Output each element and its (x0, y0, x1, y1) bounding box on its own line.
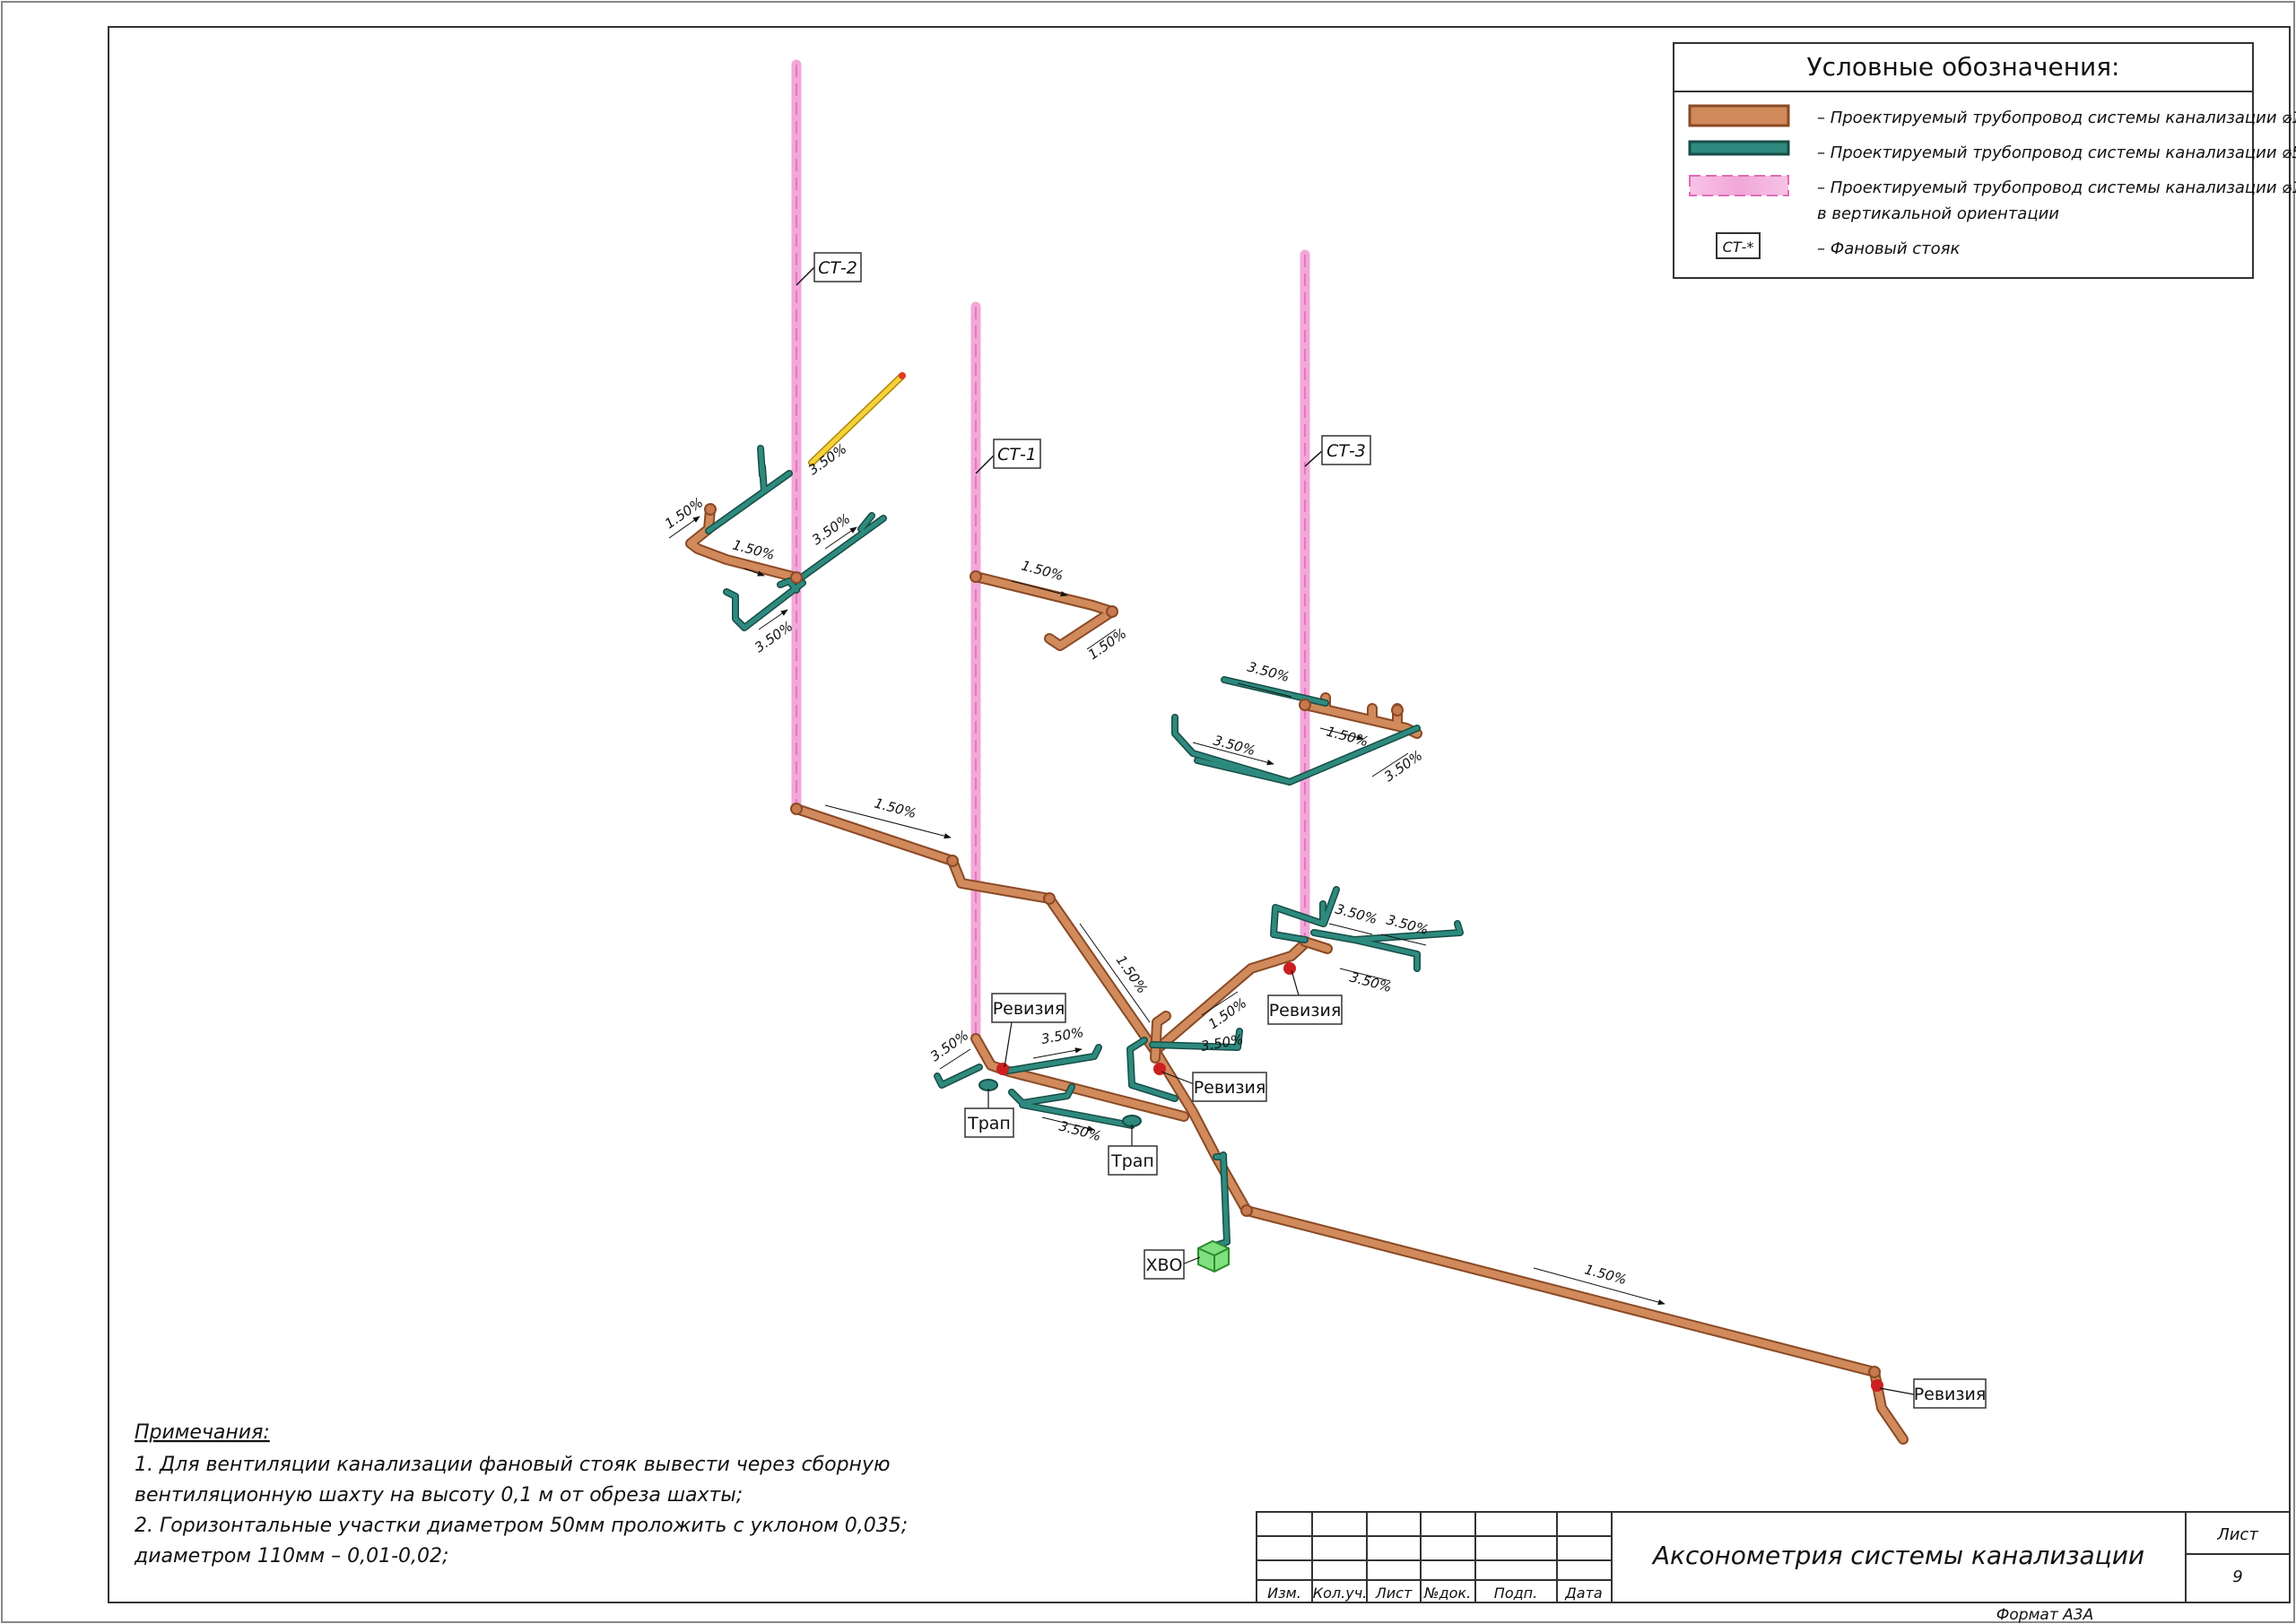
main-collector-110 (685, 504, 1909, 1445)
fittings (704, 503, 1883, 1392)
fitting-revision (1153, 1063, 1166, 1075)
riser-tags: СТ-2 СТ-1 СТ-3 (796, 252, 1371, 474)
fitting-elbow (704, 503, 717, 516)
slope-label: 1.50% (662, 494, 706, 532)
callout-trap-box (1108, 1145, 1158, 1176)
title-block-title: Аксонометрия системы канализации (1651, 1541, 2144, 1570)
fitting-elbow (970, 570, 982, 583)
title-block-header-ndok: №док. (1423, 1585, 1471, 1602)
legend-item-riser-110: – Проектируемый трубопровод системы кана… (1817, 178, 2296, 197)
branch-ct3-base-fill (1153, 940, 1309, 1053)
riser-tag-ct3: СТ-3 (1326, 441, 1366, 461)
title-block-header-podp: Подп. (1494, 1585, 1537, 1602)
title-block-header-data: Дата (1564, 1585, 1602, 1602)
legend-symbol-riser-tag (1716, 232, 1761, 259)
notes-line: вентиляционную шахту на высоту 0,1 м от … (135, 1484, 743, 1507)
fitting-revision (996, 1063, 1009, 1075)
legend-symbol-pipe-50 (1688, 140, 1790, 156)
title-block-sheet-label: Лист (2216, 1525, 2258, 1544)
legend-box (1673, 42, 2254, 279)
legend: Условные обозначения: – Проектируемый тр… (1673, 42, 2296, 279)
legend-symbol-pipe-110 (1688, 104, 1790, 127)
callout-revision: Ревизия (1914, 1385, 1987, 1404)
notes-line: 1. Для вентиляции канализации фановый ст… (135, 1454, 890, 1476)
callout-revision: Ревизия (1194, 1078, 1266, 1098)
branch-ct1-upper-outline (970, 571, 1118, 651)
slope-label: 3.50% (1200, 1031, 1245, 1055)
legend-symbol-riser-tag-text: СТ-* (1723, 239, 1754, 256)
fitting-elbow (1299, 699, 1311, 711)
callout-revision-box (1913, 1378, 1987, 1409)
title-block-text: Изм. Кол.уч. Лист №док. Подп. Дата Аксон… (1267, 1525, 2258, 1602)
slope-label: 3.50% (1246, 658, 1292, 685)
fitting-elbow (1391, 704, 1404, 716)
notes-line: 2. Горизонтальные участки диаметром 50мм… (135, 1515, 908, 1537)
branch-ct2-upper-fill (687, 506, 800, 581)
title-block-header-izm: Изм. (1267, 1585, 1301, 1602)
riser-tag-ct2-box (813, 252, 862, 282)
slope-label: 3.50% (1040, 1024, 1085, 1047)
callout-trap: Трап (967, 1114, 1011, 1133)
slope-label: 3.50% (927, 1027, 971, 1064)
slope-label: 1.50% (1325, 723, 1370, 750)
fitting-elbow (1240, 1204, 1253, 1217)
fitting-elbow (790, 571, 803, 584)
water-treatment-unit (1197, 1239, 1230, 1273)
riser-tag-ct2: СТ-2 (818, 258, 857, 278)
riser-tag-ct3-box (1321, 435, 1371, 465)
legend-item-riser-tag: – Фановый стояк (1817, 239, 1960, 258)
slope-label: 3.50% (752, 618, 796, 656)
callout-revision-box (991, 993, 1066, 1023)
fitting-elbow (1043, 892, 1056, 905)
callout-hvo-box (1144, 1249, 1185, 1280)
title-block-header-kolvo: Кол.уч. (1313, 1585, 1367, 1602)
format-label: Формат А3А (1996, 1606, 2093, 1624)
branches-50-fill (706, 446, 1463, 1251)
fitting-elbow (790, 803, 803, 815)
title-block-sheet-number: 9 (2232, 1568, 2242, 1586)
slope-label: 3.50% (1212, 732, 1257, 759)
callout-trap-box (964, 1107, 1014, 1138)
fitting-elbow (1868, 1366, 1881, 1378)
branches-50 (705, 445, 1464, 1252)
callout-revision: Ревизия (993, 999, 1065, 1019)
legend-item-pipe-50: – Проектируемый трубопровод системы кана… (1817, 143, 2296, 162)
fitting-elbow (946, 855, 959, 867)
inner-frame (108, 26, 2291, 1603)
risers (791, 59, 1310, 1044)
slope-label: 1.50% (873, 795, 918, 821)
fitting-elbow (1106, 605, 1118, 618)
riser-tag-ct1-box (993, 439, 1041, 469)
riser-tag-ct1: СТ-1 (997, 445, 1037, 465)
legend-title: Условные обозначения: (1807, 52, 2120, 82)
callout-revision-box (1192, 1072, 1267, 1102)
notes-title: Примечания: (135, 1421, 270, 1444)
legend-item-riser-110-line2: в вертикальной ориентации (1817, 204, 2059, 223)
legend-symbol-riser-110 (1689, 175, 1789, 196)
legend-item-pipe-110: – Проектируемый трубопровод системы кана… (1817, 109, 2296, 127)
notes-line: диаметром 110мм – 0,01-0,02; (134, 1545, 448, 1568)
vent-pipe-yellow (808, 372, 906, 466)
title-block (1256, 1511, 2291, 1603)
slope-label: 1.50% (1583, 1261, 1629, 1288)
callout-trap: Трап (1110, 1151, 1154, 1171)
title-block-header-list: Лист (1375, 1585, 1413, 1602)
slope-label: 3.50% (1334, 900, 1379, 927)
callout-revision: Ревизия (1269, 1001, 1342, 1020)
fitting-revision (1871, 1379, 1883, 1392)
slope-label: 1.50% (1020, 557, 1065, 584)
callout-revision-box (1267, 994, 1343, 1025)
callout-hvo: ХВО (1145, 1255, 1182, 1275)
fitting-revision (1283, 962, 1296, 975)
branch-ct3-lower-fill (1301, 938, 1331, 952)
branch-ct3-upper-fill (1301, 694, 1421, 737)
slope-label: 3.50% (1348, 968, 1394, 995)
callouts: Ревизия Ревизия Ревизия Ревизия Трап Тра… (964, 969, 1987, 1409)
notes: Примечания: 1. Для вентиляции канализаци… (134, 1421, 908, 1568)
